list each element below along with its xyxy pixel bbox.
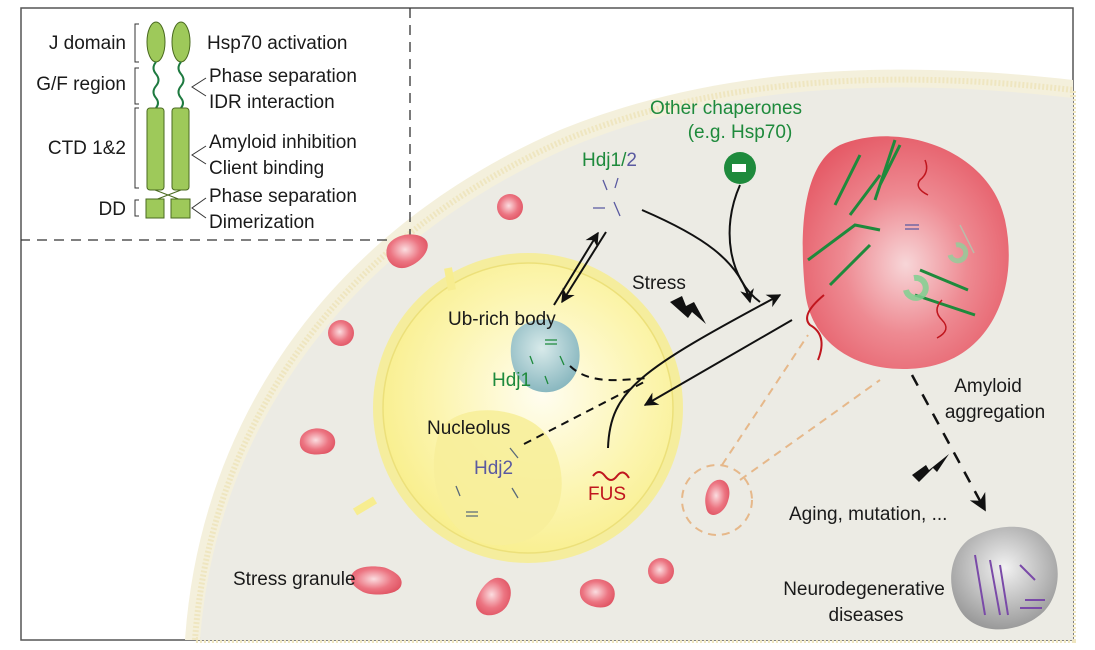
label-hsp70-activation: Hsp70 activation bbox=[207, 33, 347, 54]
droplet bbox=[328, 320, 354, 346]
label-amyloid-inhibition: Amyloid inhibition bbox=[209, 132, 357, 153]
j-domain-right bbox=[171, 21, 191, 63]
label-ub-rich-body: Ub-rich body bbox=[448, 309, 556, 330]
label-gf-region: G/F region bbox=[36, 74, 126, 95]
label-dd-phase-separation: Phase separation bbox=[209, 186, 357, 207]
arrow-amyloid-aggregation bbox=[910, 374, 987, 512]
arrow-fus-to-droplet bbox=[607, 294, 782, 449]
ub-rich-body bbox=[510, 319, 580, 393]
droplet bbox=[648, 558, 674, 584]
label-neurodegenerative: Neurodegenerative bbox=[783, 579, 945, 600]
nucleolus bbox=[433, 410, 562, 546]
ub-body-link bbox=[569, 365, 649, 382]
dd-left bbox=[145, 198, 165, 219]
label-ctd: CTD 1&2 bbox=[48, 138, 126, 159]
fus-protein bbox=[592, 471, 630, 481]
hdj-domain-structure bbox=[134, 21, 207, 219]
label-stress: Stress bbox=[632, 273, 686, 294]
label-dd: DD bbox=[99, 199, 126, 220]
droplet bbox=[299, 428, 336, 455]
label-j-domain: J domain bbox=[49, 33, 126, 54]
hsp70-icon bbox=[724, 152, 756, 184]
label-diseases: diseases bbox=[829, 605, 904, 626]
label-fus: FUS bbox=[588, 484, 626, 505]
stress-lightning-icon bbox=[670, 296, 706, 324]
amyloid-fibrils bbox=[807, 139, 976, 317]
hdj12-molecules bbox=[593, 177, 621, 217]
zoom-callout bbox=[681, 464, 753, 536]
label-stress-granule: Stress granule bbox=[233, 569, 356, 590]
neurodegenerative-aggregate bbox=[951, 526, 1058, 630]
droplet bbox=[350, 566, 402, 595]
droplet bbox=[579, 579, 615, 608]
nucleolus-link bbox=[523, 379, 649, 445]
droplet bbox=[476, 577, 511, 616]
nucleus bbox=[352, 253, 683, 563]
droplet bbox=[497, 194, 523, 220]
arrow-droplet-to-nucleus bbox=[643, 319, 793, 406]
gf-linker-right bbox=[177, 61, 185, 109]
label-hdj2: Hdj2 bbox=[474, 458, 513, 479]
ctd-left bbox=[146, 107, 165, 191]
label-hsp70-example: (e.g. Hsp70) bbox=[688, 122, 793, 143]
droplet bbox=[386, 234, 428, 269]
label-idr-interaction: IDR interaction bbox=[209, 92, 335, 113]
label-nucleolus: Nucleolus bbox=[427, 418, 510, 439]
label-hdj12: Hdj1/2 bbox=[582, 150, 637, 171]
j-domain-left bbox=[146, 21, 166, 63]
label-client-binding: Client binding bbox=[209, 158, 324, 179]
label-dimerization: Dimerization bbox=[209, 212, 315, 233]
aging-lightning-icon bbox=[912, 454, 949, 482]
label-hdj1: Hdj1 bbox=[492, 370, 531, 391]
gf-linker-left bbox=[152, 61, 160, 109]
arrow-to-ub-body bbox=[561, 231, 607, 304]
arrow-chaperone-to-droplet bbox=[728, 184, 761, 303]
label-amyloid: Amyloid bbox=[954, 376, 1022, 397]
droplet bbox=[705, 479, 730, 515]
label-aggregation: aggregation bbox=[945, 402, 1045, 423]
condensate-droplet bbox=[802, 136, 1009, 370]
label-aging-mutation: Aging, mutation, ... bbox=[789, 504, 947, 525]
stress-granules bbox=[299, 194, 674, 616]
label-other-chaperones: Other chaperones bbox=[650, 98, 802, 119]
dd-right bbox=[170, 198, 191, 219]
legend-divider bbox=[21, 8, 411, 241]
label-gf-phase-separation: Phase separation bbox=[209, 66, 357, 87]
ctd-right bbox=[171, 107, 190, 191]
